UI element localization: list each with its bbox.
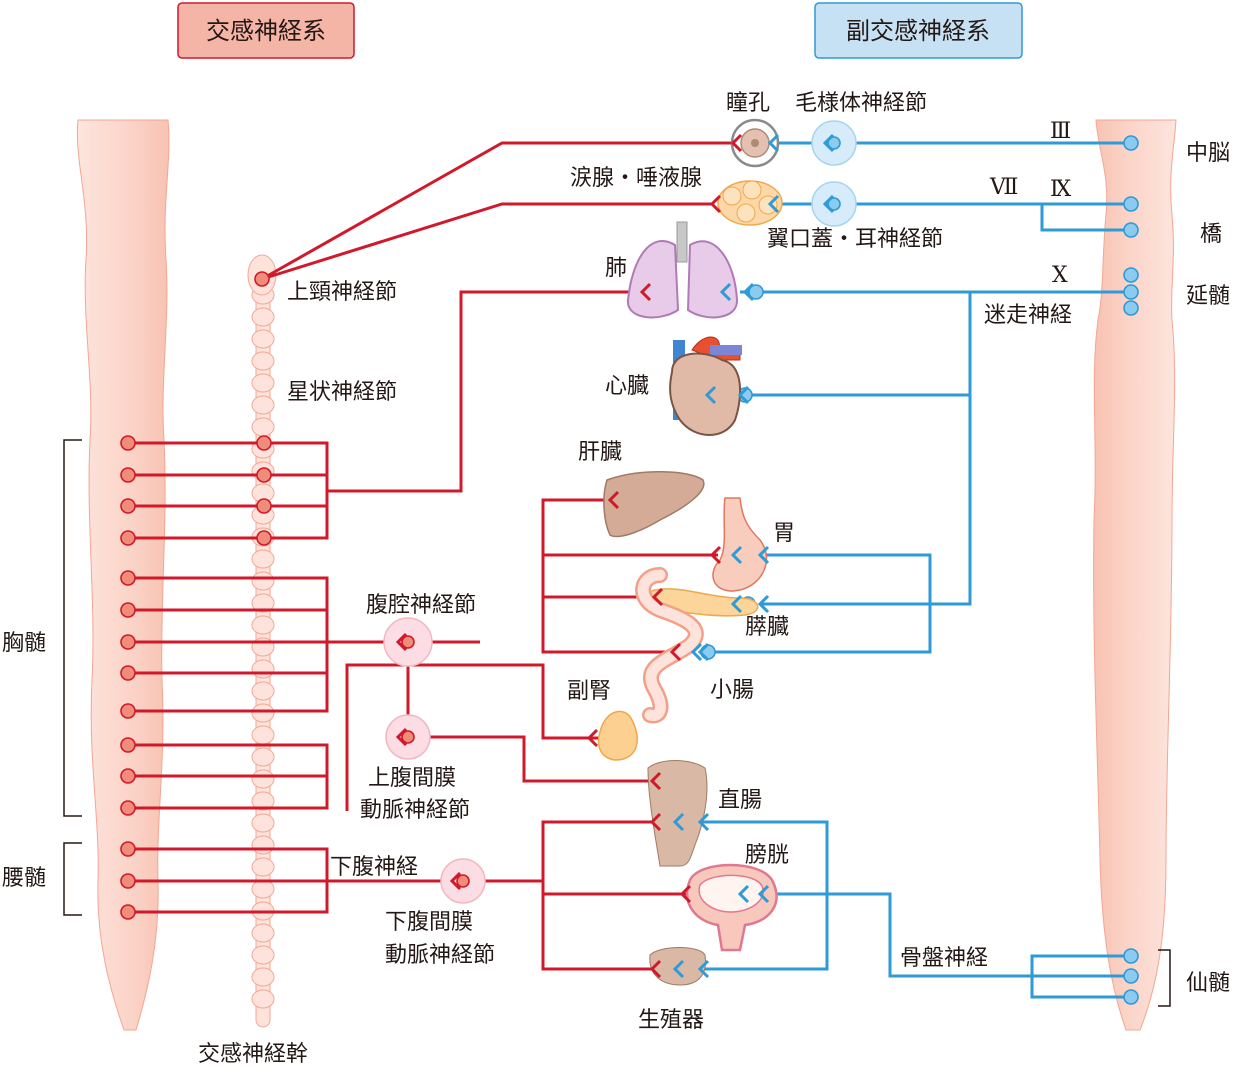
brackets bbox=[63, 439, 1171, 1007]
sympathetic-synapse bbox=[395, 727, 408, 747]
label-pelvic-nerve: 骨盤神経 bbox=[900, 946, 988, 971]
parasympathetic-synapse bbox=[737, 884, 750, 904]
label-bladder: 膀胱 bbox=[745, 843, 789, 868]
bladder-icon bbox=[685, 863, 778, 952]
parasympathetic-synapses bbox=[672, 133, 835, 979]
sympathetic-synapse bbox=[730, 133, 743, 153]
parasympathetic-synapse bbox=[704, 385, 717, 405]
stomach-icon bbox=[712, 497, 768, 592]
spinal-cord-nuclei bbox=[120, 435, 136, 920]
sympathetic-synapse bbox=[669, 642, 682, 662]
sympathetic-synapse bbox=[649, 771, 662, 791]
label-heart: 心臓 bbox=[605, 374, 649, 399]
sympathetic-header-text: 交感神経系 bbox=[206, 17, 326, 45]
salivary-gland-icon bbox=[717, 180, 783, 226]
label-sacral-cord: 仙髄 bbox=[1186, 971, 1230, 996]
trunk-ganglia bbox=[254, 271, 272, 546]
eye-icon bbox=[730, 118, 780, 168]
label-cn7: Ⅶ bbox=[989, 175, 1018, 200]
parasympathetic-synapse bbox=[690, 642, 703, 662]
label-cn9: Ⅸ bbox=[1050, 177, 1072, 202]
parasympathetic-synapse bbox=[719, 282, 732, 302]
label-sup-mesenteric-1: 上腹間膜 bbox=[368, 766, 456, 791]
label-midbrain: 中脳 bbox=[1186, 141, 1230, 166]
sympathetic-synapse bbox=[395, 632, 408, 652]
parasympathetic-header-text: 副交感神経系 bbox=[846, 17, 990, 45]
parasympathetic-synapse bbox=[757, 884, 770, 904]
label-adrenal: 副腎 bbox=[567, 679, 611, 704]
label-stomach: 胃 bbox=[773, 521, 795, 546]
right-spinal-cord bbox=[1093, 119, 1177, 1031]
parasympathetic-synapse bbox=[672, 959, 685, 979]
label-cn10: Ⅹ bbox=[1052, 263, 1068, 288]
parasympathetic-synapse bbox=[697, 642, 710, 662]
label-cn3: Ⅲ bbox=[1050, 119, 1071, 144]
rectum-icon bbox=[647, 760, 708, 867]
parasympathetic-synapse bbox=[697, 812, 710, 832]
label-pupil: 瞳孔 bbox=[726, 91, 770, 116]
heart-icon bbox=[669, 336, 742, 436]
parasympathetic-header: 副交感神経系 bbox=[814, 2, 1023, 59]
label-superior-cervical: 上頸神経節 bbox=[287, 280, 397, 305]
parasympathetic-synapse bbox=[730, 594, 743, 614]
label-sup-mesenteric-2: 動脈神経節 bbox=[360, 798, 470, 823]
sympathetic-synapse bbox=[649, 959, 662, 979]
parasympathetic-synapse bbox=[737, 385, 750, 405]
label-stellate: 星状神経節 bbox=[287, 380, 397, 405]
label-pterygo-otic: 翼口蓋・耳神経節 bbox=[767, 227, 943, 252]
label-inf-mesenteric-1: 下腹間膜 bbox=[385, 910, 473, 935]
sympathetic-pathways bbox=[128, 141, 732, 971]
label-rectum: 直腸 bbox=[718, 788, 762, 813]
sympathetic-header: 交感神経系 bbox=[177, 2, 355, 59]
label-lung: 肺 bbox=[605, 256, 627, 281]
label-liver: 肝臓 bbox=[578, 440, 622, 465]
parasympathetic-synapse bbox=[672, 812, 685, 832]
brainstem-nuclei bbox=[1123, 135, 1139, 1005]
parasympathetic-synapse bbox=[742, 282, 755, 302]
parasympathetic-synapse bbox=[757, 545, 770, 565]
label-vagus: 迷走神経 bbox=[984, 303, 1072, 328]
sympathetic-synapse bbox=[709, 545, 722, 565]
adrenal-icon bbox=[597, 710, 638, 761]
parasympathetic-synapse bbox=[767, 194, 780, 214]
small-intestine-icon bbox=[635, 567, 704, 724]
sympathetic-synapse bbox=[651, 587, 664, 607]
label-thoracic-cord: 胸髄 bbox=[2, 631, 46, 656]
label-pons: 橋 bbox=[1200, 222, 1222, 247]
lungs-icon bbox=[626, 221, 739, 319]
label-sympathetic-trunk: 交感神経幹 bbox=[198, 1042, 308, 1067]
label-genital: 生殖器 bbox=[638, 1008, 704, 1033]
sympathetic-synapse bbox=[649, 812, 662, 832]
parasympathetic-synapse bbox=[822, 194, 835, 214]
sympathetic-synapse bbox=[586, 728, 599, 748]
label-pancreas: 膵臓 bbox=[745, 615, 789, 640]
parasympathetic-synapse bbox=[767, 133, 780, 153]
label-lacrimal-salivary: 涙腺・唾液腺 bbox=[570, 166, 702, 191]
parasympathetic-synapse bbox=[730, 545, 743, 565]
sympathetic-synapse bbox=[709, 194, 722, 214]
label-medulla: 延髄 bbox=[1186, 284, 1230, 309]
liver-icon bbox=[603, 471, 705, 538]
sympathetic-synapse bbox=[449, 871, 462, 891]
parasympathetic-synapse bbox=[757, 594, 770, 614]
sympathetic-synapse bbox=[607, 490, 620, 510]
label-ciliary-ganglion: 毛様体神経節 bbox=[795, 91, 927, 116]
label-celiac: 腹腔神経節 bbox=[366, 593, 476, 618]
labels: 瞳孔 毛様体神経節 涙腺・唾液腺 翼口蓋・耳神経節 肺 心臓 肝臓 胃 膵臓 小… bbox=[2, 91, 1230, 1067]
parasympathetic-synapse bbox=[822, 133, 835, 153]
sympathetic-synapses bbox=[395, 133, 743, 979]
label-hypogastric-nerve: 下腹神経 bbox=[330, 855, 418, 880]
label-small-intestine: 小腸 bbox=[710, 678, 754, 703]
sympathetic-synapse bbox=[679, 884, 692, 904]
parasympathetic-synapse bbox=[697, 959, 710, 979]
label-lumbar-cord: 腰髄 bbox=[2, 866, 46, 891]
sympathetic-synapse bbox=[639, 282, 652, 302]
label-inf-mesenteric-2: 動脈神経節 bbox=[385, 943, 495, 968]
